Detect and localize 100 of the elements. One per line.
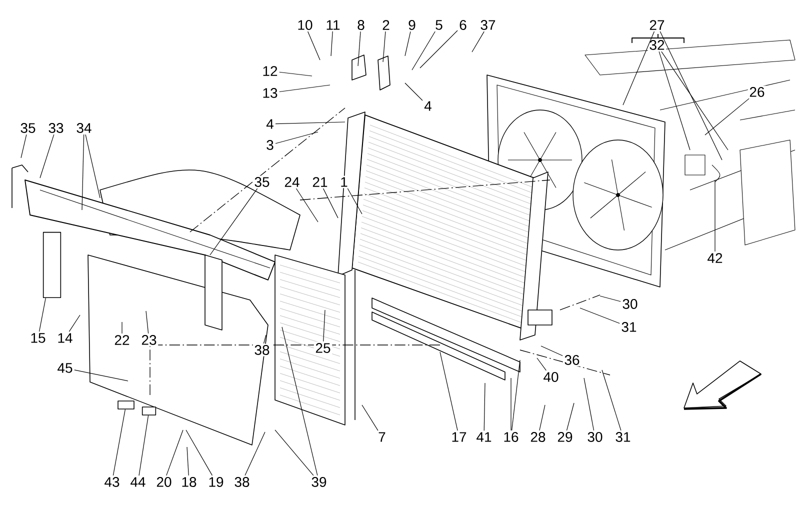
- leader-line: [704, 98, 750, 136]
- leader-line: [282, 326, 318, 476]
- leader-line: [38, 298, 46, 332]
- leader-line: [74, 370, 128, 382]
- leader-line: [622, 31, 655, 106]
- leader-line: [279, 84, 330, 92]
- leader-line: [186, 446, 189, 476]
- callout-number: 13: [260, 86, 280, 100]
- callout-number: 31: [614, 430, 632, 444]
- callout-number: 1: [338, 176, 350, 188]
- callout-number: 38: [252, 344, 272, 356]
- callout-number: 40: [542, 370, 560, 384]
- leader-line: [322, 188, 338, 218]
- leader-line: [511, 360, 520, 431]
- callout-number: 32: [648, 38, 666, 52]
- leader-line: [362, 404, 378, 431]
- callout-number: 44: [128, 476, 148, 488]
- leader-line: [186, 430, 213, 476]
- leader-line: [296, 188, 318, 222]
- leader-line: [540, 346, 563, 356]
- leader-line: [347, 188, 362, 214]
- callout-number: 10: [296, 18, 314, 32]
- callout-number: 6: [458, 18, 468, 32]
- leader-line: [661, 51, 728, 150]
- callout-number: 26: [748, 86, 766, 98]
- leader-line: [658, 51, 690, 150]
- leader-line: [20, 134, 27, 158]
- callout-number: 34: [74, 122, 94, 134]
- callout-number: 28: [528, 430, 548, 444]
- callout-number: 20: [154, 476, 174, 488]
- leader-line: [510, 378, 512, 431]
- callout-number: 38: [232, 476, 252, 488]
- leader-line: [85, 134, 100, 198]
- callout-number: 7: [376, 430, 388, 444]
- leader-line: [308, 31, 320, 60]
- leader-line: [584, 378, 594, 431]
- callout-number: 5: [434, 18, 444, 32]
- leader-line: [440, 352, 458, 431]
- leader-line: [263, 334, 266, 344]
- callout-number: 41: [474, 430, 494, 444]
- leader-line: [404, 82, 423, 101]
- callout-number: 18: [180, 476, 198, 488]
- callout-number: 12: [260, 64, 280, 78]
- leader-line: [536, 358, 546, 371]
- leader-line: [166, 430, 184, 476]
- leader-line: [420, 30, 458, 68]
- callout-number: 3: [264, 138, 276, 152]
- leader-line: [472, 31, 484, 52]
- callout-number: 27: [648, 18, 666, 32]
- leader-line: [358, 31, 361, 66]
- callout-number: 17: [450, 430, 468, 444]
- leader-line: [146, 310, 149, 334]
- leader-line: [602, 370, 622, 431]
- callout-number: 9: [406, 18, 418, 32]
- leader-line: [138, 415, 149, 476]
- leader-line: [279, 72, 312, 76]
- leader-line: [382, 31, 386, 62]
- callout-number: 24: [282, 176, 302, 188]
- mounting-bracket: [118, 400, 134, 410]
- mounting-bracket: [142, 406, 156, 416]
- callout-number: 21: [310, 176, 330, 188]
- callout-number: 25: [314, 342, 332, 354]
- leader-line: [566, 402, 574, 431]
- leader-line: [484, 382, 486, 431]
- leader-line: [714, 180, 716, 252]
- callout-number: 36: [562, 354, 582, 366]
- leader-line: [40, 134, 54, 178]
- leader-line: [412, 31, 436, 70]
- callout-number: 42: [706, 252, 724, 264]
- leader-line: [275, 132, 318, 144]
- callout-number: 35: [252, 176, 272, 188]
- callout-number: 39: [310, 476, 328, 488]
- leader-line: [323, 310, 326, 342]
- callout-number: 33: [46, 122, 66, 134]
- leader-line: [580, 308, 620, 324]
- callout-number: 43: [102, 476, 122, 488]
- callout-number: 15: [28, 332, 48, 344]
- leader-line: [82, 134, 84, 210]
- leader-line: [404, 31, 411, 56]
- callout-number: 2: [380, 18, 392, 32]
- leader-line: [210, 188, 258, 256]
- leader-line: [244, 432, 266, 476]
- leader-line: [600, 296, 621, 302]
- callout-number: 23: [140, 334, 158, 346]
- side-panel: [42, 232, 62, 298]
- callout-number: 37: [478, 18, 498, 32]
- callout-number: 14: [56, 332, 74, 344]
- callout-number: 31: [620, 320, 638, 334]
- leader-line: [330, 31, 333, 56]
- leader-line: [274, 430, 314, 476]
- callout-number: 4: [422, 100, 434, 112]
- callout-number: 11: [324, 18, 342, 32]
- leader-line: [68, 314, 80, 332]
- callout-number: 8: [356, 18, 366, 32]
- callout-number: 16: [502, 430, 520, 444]
- callout-number: 35: [18, 122, 38, 134]
- leader-line: [275, 122, 346, 124]
- callout-number: 30: [586, 430, 604, 444]
- leader-line: [112, 409, 126, 476]
- callout-number: 30: [620, 298, 640, 310]
